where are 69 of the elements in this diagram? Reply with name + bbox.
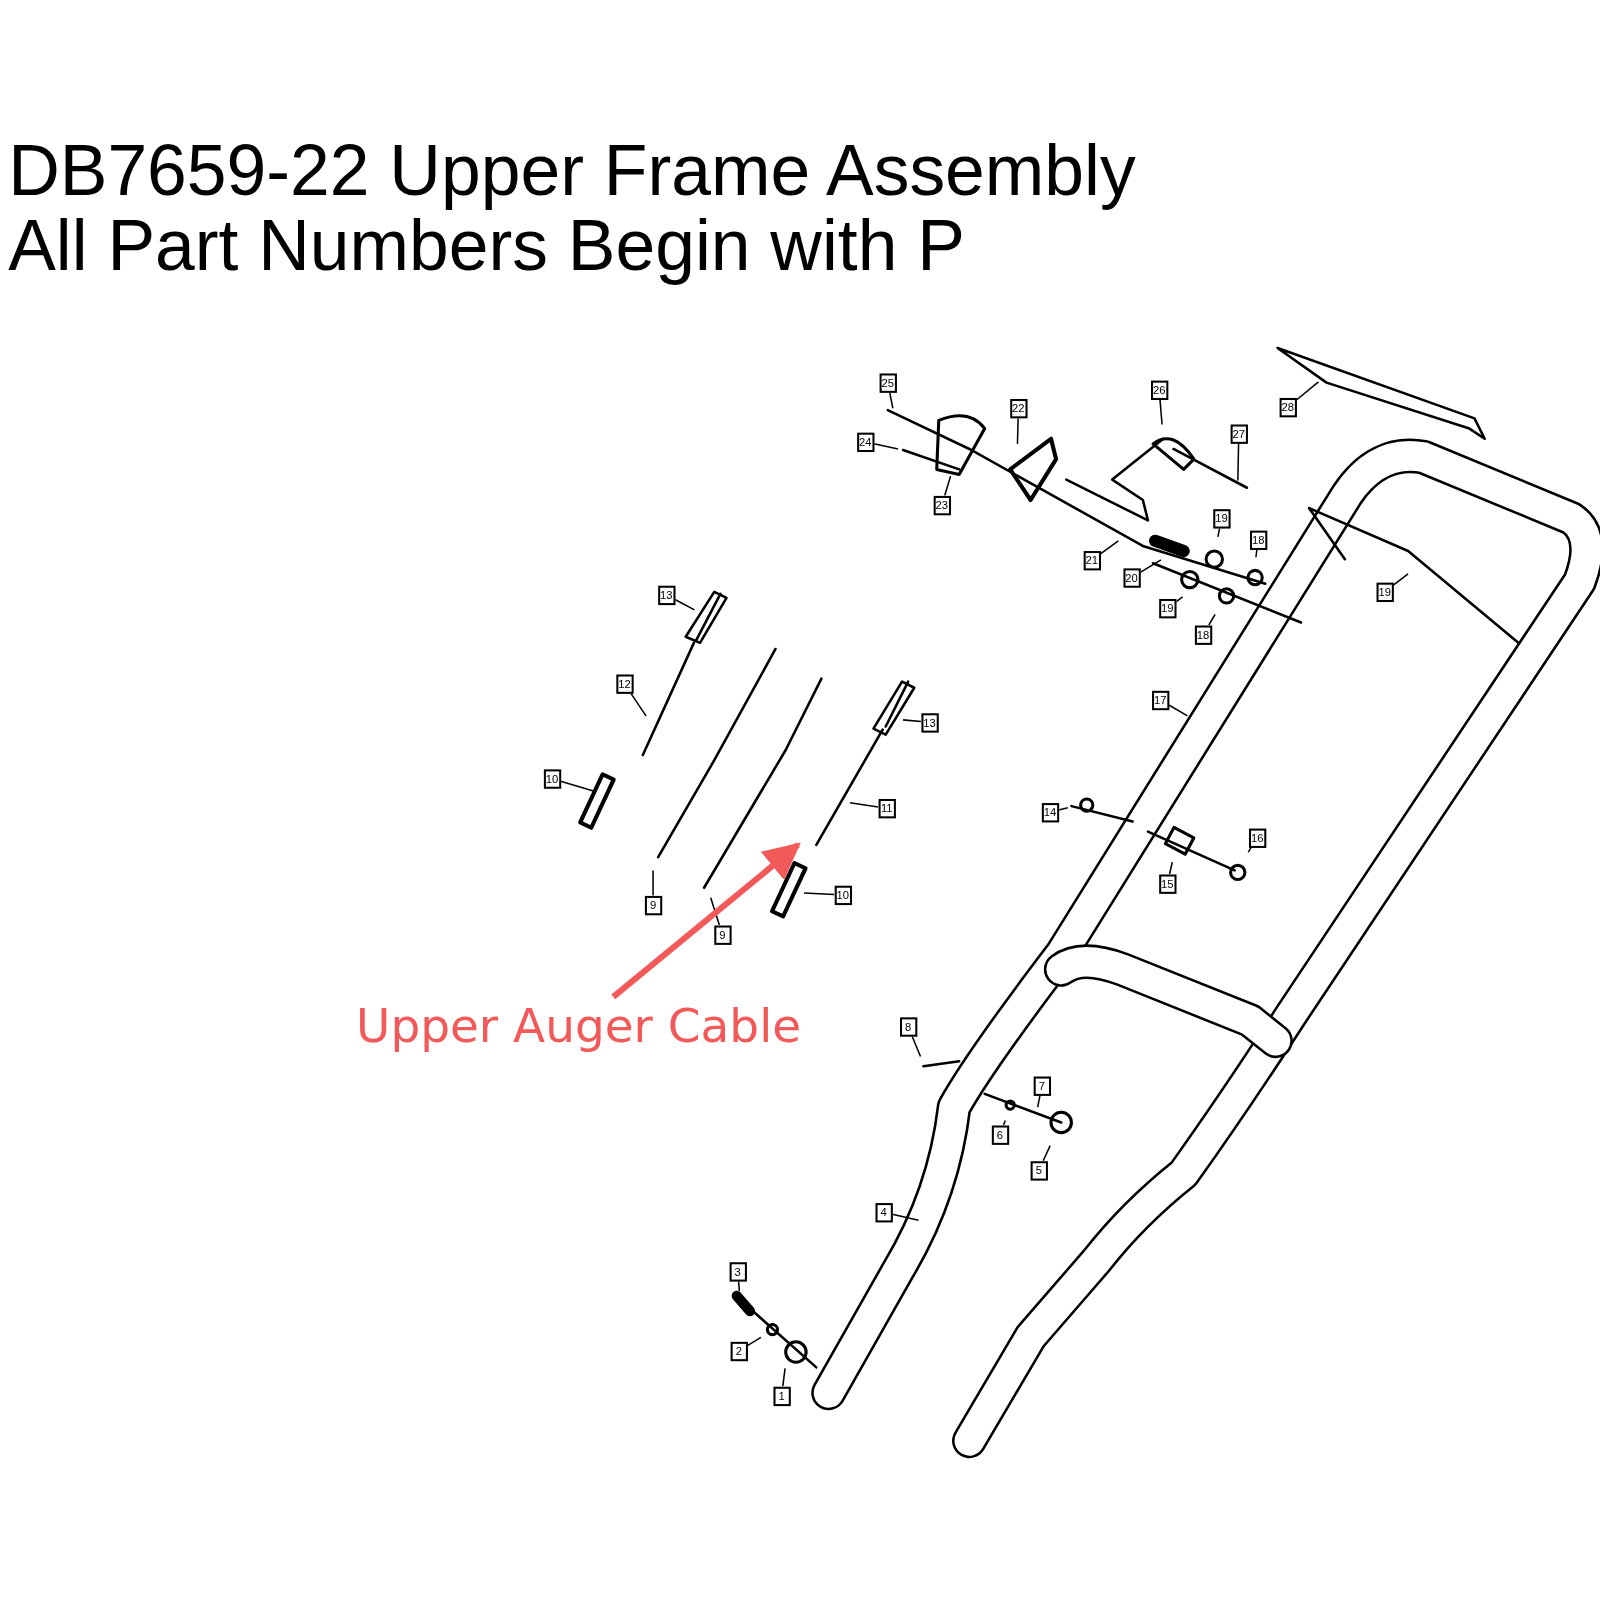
callout-number: 18 — [1249, 530, 1267, 550]
leader-line — [1099, 540, 1120, 555]
callout-number: 19 — [1376, 582, 1394, 602]
leader-line — [944, 475, 952, 497]
leader-line — [1208, 613, 1216, 626]
callout-number: 15 — [1158, 873, 1176, 894]
callout-number: 2 — [730, 1341, 748, 1361]
leader-line — [873, 442, 899, 450]
leader-line — [1247, 846, 1252, 853]
leader-line — [1042, 1144, 1051, 1162]
callout-number: 13 — [657, 585, 675, 605]
leader-line — [652, 869, 654, 897]
leader-line — [1168, 861, 1174, 875]
callout-number: 24 — [856, 432, 874, 452]
callout-number: 28 — [1279, 397, 1297, 417]
callout-number: 9 — [713, 925, 732, 945]
leader-line — [630, 692, 647, 717]
leader-line — [1036, 1094, 1041, 1108]
leader-line — [782, 1367, 786, 1387]
callout-number: 11 — [878, 798, 896, 818]
callout-number: 13 — [920, 712, 939, 733]
leader-line — [902, 719, 922, 723]
arrow — [611, 842, 801, 1000]
callout-number: 4 — [875, 1202, 893, 1222]
callout-number: 10 — [543, 768, 561, 789]
title: DB7659-22 Upper Frame Assembly — [8, 132, 1136, 209]
callout-number: 1 — [772, 1386, 791, 1406]
leader-line — [1159, 398, 1163, 426]
leader-line — [1002, 1119, 1006, 1126]
callout-number: 20 — [1122, 567, 1141, 588]
callout-number: 16 — [1248, 828, 1266, 848]
leader-line — [911, 1035, 922, 1058]
callout-number: 23 — [933, 495, 951, 515]
callout-number: 19 — [1212, 508, 1231, 529]
leader-line — [1255, 548, 1258, 559]
callout-number: 25 — [879, 372, 897, 393]
callout-number: 26 — [1150, 380, 1168, 400]
leader-line — [1392, 573, 1409, 586]
callout-number: 7 — [1033, 1076, 1051, 1096]
leader-line — [1139, 559, 1162, 574]
callout-number: 12 — [615, 673, 634, 694]
leader-line — [803, 892, 835, 896]
callout-number: 10 — [834, 885, 852, 905]
callout-number: 3 — [729, 1261, 747, 1282]
leader-line — [1016, 417, 1019, 445]
leader-line — [849, 802, 879, 808]
leader-line — [737, 1280, 741, 1292]
callout-text: Upper Auger Cable — [349, 996, 809, 1055]
callout-number: 21 — [1083, 550, 1101, 570]
leader-line — [1217, 527, 1221, 538]
callout-number: 22 — [1009, 398, 1028, 418]
callout-number: 14 — [1041, 802, 1059, 822]
leader-line — [559, 780, 596, 793]
callout-number: 9 — [644, 895, 662, 915]
callout-number: 17 — [1151, 690, 1169, 710]
leader-line — [1057, 806, 1069, 811]
leader-line — [709, 896, 721, 926]
leader-line — [746, 1336, 762, 1347]
callout-number: 18 — [1194, 625, 1212, 645]
callout-number: 5 — [1030, 1160, 1048, 1181]
leader-line — [1237, 442, 1240, 482]
leader-line — [1168, 704, 1189, 717]
leader-line — [674, 598, 696, 611]
callout-number: 6 — [991, 1125, 1009, 1145]
callout-number: 8 — [899, 1016, 917, 1037]
leader-line — [1295, 381, 1320, 401]
callout-number: 19 — [1158, 598, 1176, 618]
callout-number: 27 — [1230, 424, 1248, 444]
leader-line — [891, 1213, 920, 1222]
